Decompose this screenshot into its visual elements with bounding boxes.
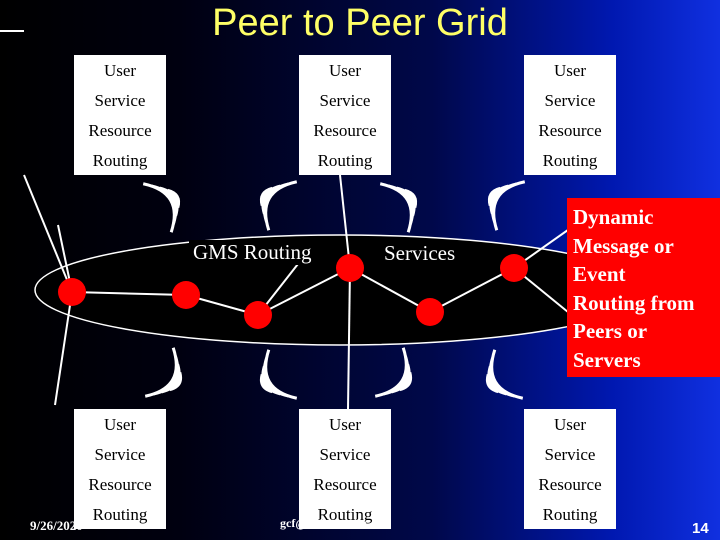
callout-line: Servers	[573, 347, 641, 372]
wireless-icons	[142, 180, 526, 400]
wireless-icon	[144, 347, 183, 398]
gms-ellipse	[34, 234, 646, 346]
link-d-top2	[339, 174, 351, 269]
box-line: Resource	[313, 120, 377, 140]
footer-email: gcf@indiana.edu	[280, 516, 367, 530]
peer-box-top-center: User Service Resource Routing	[299, 55, 391, 175]
dynamic-routing-callout: Dynamic Message or Event Routing from Pe…	[567, 198, 720, 377]
wireless-icon	[379, 182, 418, 233]
box-line: Resource	[88, 474, 152, 494]
wireless-icon	[487, 180, 526, 231]
slide-title: Peer to Peer Grid	[212, 2, 508, 44]
page-number: 14	[692, 520, 709, 537]
link-a-b	[71, 291, 187, 296]
routing-nodes	[58, 254, 528, 329]
routing-node	[500, 254, 528, 282]
peer-box-bottom-right: User Service Resource Routing	[524, 409, 616, 529]
wireless-icon	[374, 347, 413, 398]
link-e-f	[429, 267, 515, 313]
slide-date: 9/26/2020	[30, 518, 83, 533]
link-bottom1	[54, 291, 73, 406]
box-line: User	[103, 60, 137, 80]
box-line: User	[328, 414, 362, 434]
routing-node	[416, 298, 444, 326]
box-line: User	[103, 414, 137, 434]
link-d-bottom2	[347, 267, 351, 410]
title-rule	[0, 30, 24, 32]
box-line: User	[553, 414, 587, 434]
routing-node	[336, 254, 364, 282]
wireless-icon	[259, 349, 298, 400]
box-line: Routing	[317, 150, 373, 170]
box-line: Service	[94, 444, 146, 464]
gms-routing-label: GMS Routing	[189, 240, 316, 265]
peer-box-top-right: User Service Resource Routing	[524, 55, 616, 175]
box-line: User	[328, 60, 362, 80]
box-line: Service	[319, 444, 371, 464]
box-line: Routing	[92, 504, 148, 524]
box-line: Routing	[92, 150, 148, 170]
callout-line: Routing from	[573, 290, 695, 315]
peer-box-top-left: User Service Resource Routing	[74, 55, 166, 175]
peer-box-bottom-center: User Service Resource Routing	[299, 409, 391, 529]
box-line: Service	[544, 90, 596, 110]
box-line: Routing	[542, 504, 598, 524]
wireless-icon	[142, 182, 181, 233]
callout-line: Peers or	[573, 319, 648, 343]
link-d-e	[349, 267, 431, 313]
box-line: Routing	[317, 504, 373, 524]
link-top1-a	[23, 174, 73, 293]
routing-node	[172, 281, 200, 309]
box-line: Resource	[538, 474, 602, 494]
wireless-icon	[485, 349, 524, 400]
box-line: Service	[94, 90, 146, 110]
wireless-icon	[259, 180, 298, 231]
box-line: Resource	[538, 120, 602, 140]
callout-line: Dynamic	[573, 205, 654, 229]
routing-node	[244, 301, 272, 329]
routing-node	[58, 278, 86, 306]
box-line: Service	[319, 90, 371, 110]
box-line: Resource	[88, 120, 152, 140]
callout-line: Message or	[573, 233, 674, 258]
services-label: Services	[380, 241, 460, 266]
box-line: Resource	[313, 474, 377, 494]
peer-box-bottom-left: User Service Resource Routing	[74, 409, 166, 529]
box-line: Routing	[542, 150, 598, 170]
box-line: Service	[544, 444, 596, 464]
box-line: User	[553, 60, 587, 80]
link-c-d	[257, 267, 351, 316]
callout-line: Event	[573, 262, 626, 286]
